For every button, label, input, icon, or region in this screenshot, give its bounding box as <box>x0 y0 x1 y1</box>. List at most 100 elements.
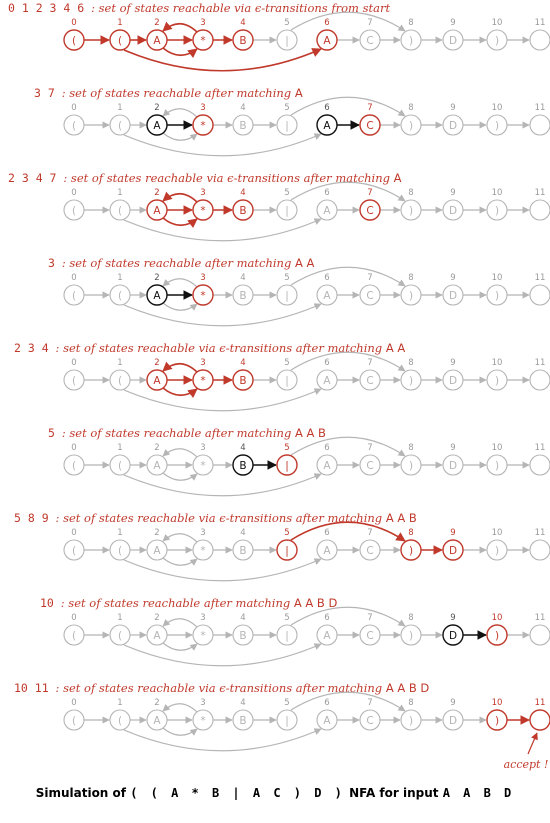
nfa-state <box>316 369 338 391</box>
state-symbol: A <box>323 630 331 642</box>
epsilon-arc <box>162 278 198 288</box>
state-number: 4 <box>240 273 245 283</box>
state-symbol: D <box>449 35 457 47</box>
state-set-description: : set of states reachable via ϵ-transiti… <box>56 681 386 695</box>
state-symbol: A <box>323 545 331 557</box>
state-symbol: A <box>323 205 331 217</box>
nfa-state <box>63 284 85 306</box>
state-number: 0 <box>71 613 76 623</box>
state-number: 10 <box>492 358 503 368</box>
state-number: 11 <box>535 18 546 28</box>
epsilon-arc <box>162 387 198 399</box>
nfa-state <box>146 114 168 136</box>
state-number: 6 <box>324 103 329 113</box>
nfa-state <box>359 624 381 646</box>
nfa-state <box>486 29 508 51</box>
state-symbol: A <box>153 630 161 642</box>
nfa-state <box>400 29 422 51</box>
panel-heading: 10 11 : set of states reachable via ϵ-tr… <box>14 681 429 695</box>
nfa-state <box>232 114 254 136</box>
nfa-state <box>359 369 381 391</box>
state-number: 7 <box>367 18 372 28</box>
state-number: 5 <box>284 613 289 623</box>
epsilon-arc <box>290 11 406 32</box>
epsilon-arc <box>290 521 406 542</box>
state-number: 2 <box>154 358 159 368</box>
nfa-panel: 5 8 9 : set of states reachable via ϵ-tr… <box>14 511 550 582</box>
nfa-state <box>109 199 131 221</box>
state-number: 2 <box>154 613 159 623</box>
nfa-state <box>400 454 422 476</box>
state-symbol: D <box>449 715 457 727</box>
nfa-state <box>109 114 131 136</box>
state-number: 9 <box>450 698 455 708</box>
state-symbol: * <box>200 205 205 217</box>
state-number: 8 <box>408 358 413 368</box>
state-number: 8 <box>408 103 413 113</box>
state-symbol: ) <box>409 460 413 472</box>
state-number: 4 <box>240 698 245 708</box>
state-set-description: : set of states reachable via ϵ-transiti… <box>63 171 393 185</box>
nfa-state <box>486 369 508 391</box>
nfa-state <box>316 454 338 476</box>
state-symbol: D <box>449 545 457 557</box>
state-number: 3 <box>200 698 205 708</box>
nfa-state <box>192 454 214 476</box>
state-symbol: ) <box>409 715 413 727</box>
nfa-state <box>276 539 298 561</box>
nfa-state <box>442 199 464 221</box>
nfa-panel: 10 11 : set of states reachable via ϵ-tr… <box>14 681 550 771</box>
state-symbol: A <box>323 715 331 727</box>
panel-heading: 5 : set of states reachable after matchi… <box>48 426 326 440</box>
epsilon-arc <box>162 703 198 713</box>
state-number: 2 <box>154 528 159 538</box>
state-symbol: B <box>239 375 246 387</box>
state-symbol: D <box>449 205 457 217</box>
state-number: 11 <box>535 188 546 198</box>
state-symbol: A <box>323 290 331 302</box>
state-symbol: | <box>285 35 289 47</box>
state-number: 6 <box>324 443 329 453</box>
epsilon-arc <box>162 302 198 311</box>
nfa-state <box>529 284 550 306</box>
state-number: 0 <box>71 528 76 538</box>
nfa-state <box>276 284 298 306</box>
caption-input: A A B D <box>442 786 515 800</box>
state-number: 11 <box>535 103 546 113</box>
state-number: 2 <box>154 443 159 453</box>
state-symbol: ( <box>72 715 76 727</box>
state-symbol: | <box>285 120 289 132</box>
matched-input: A A B D <box>294 596 338 610</box>
state-number: 1 <box>117 273 122 283</box>
state-number: 1 <box>117 18 122 28</box>
state-symbol: ) <box>495 205 499 217</box>
state-number: 3 <box>200 613 205 623</box>
epsilon-arc <box>162 132 198 141</box>
nfa-state <box>232 29 254 51</box>
state-number: 0 <box>71 18 76 28</box>
nfa-state <box>276 454 298 476</box>
nfa-state <box>63 624 85 646</box>
nfa-panel: 5 : set of states reachable after matchi… <box>48 426 550 497</box>
state-number: 11 <box>535 528 546 538</box>
state-symbol: * <box>200 460 205 472</box>
state-set: 2 3 4 <box>14 341 56 355</box>
state-symbol: ) <box>495 460 499 472</box>
state-number: 3 <box>200 358 205 368</box>
matched-input: A <box>394 171 402 185</box>
nfa-state <box>529 114 550 136</box>
state-symbol: ( <box>72 120 76 132</box>
epsilon-arc <box>290 181 406 202</box>
nfa-state <box>146 539 168 561</box>
state-number: 9 <box>450 103 455 113</box>
nfa-state <box>192 539 214 561</box>
state-symbol: * <box>200 120 205 132</box>
epsilon-arc <box>290 266 406 287</box>
state-symbol: | <box>285 545 289 557</box>
state-symbol: * <box>200 715 205 727</box>
state-symbol: B <box>239 120 246 132</box>
nfa-state <box>442 114 464 136</box>
state-number: 9 <box>450 613 455 623</box>
state-number: 6 <box>324 188 329 198</box>
